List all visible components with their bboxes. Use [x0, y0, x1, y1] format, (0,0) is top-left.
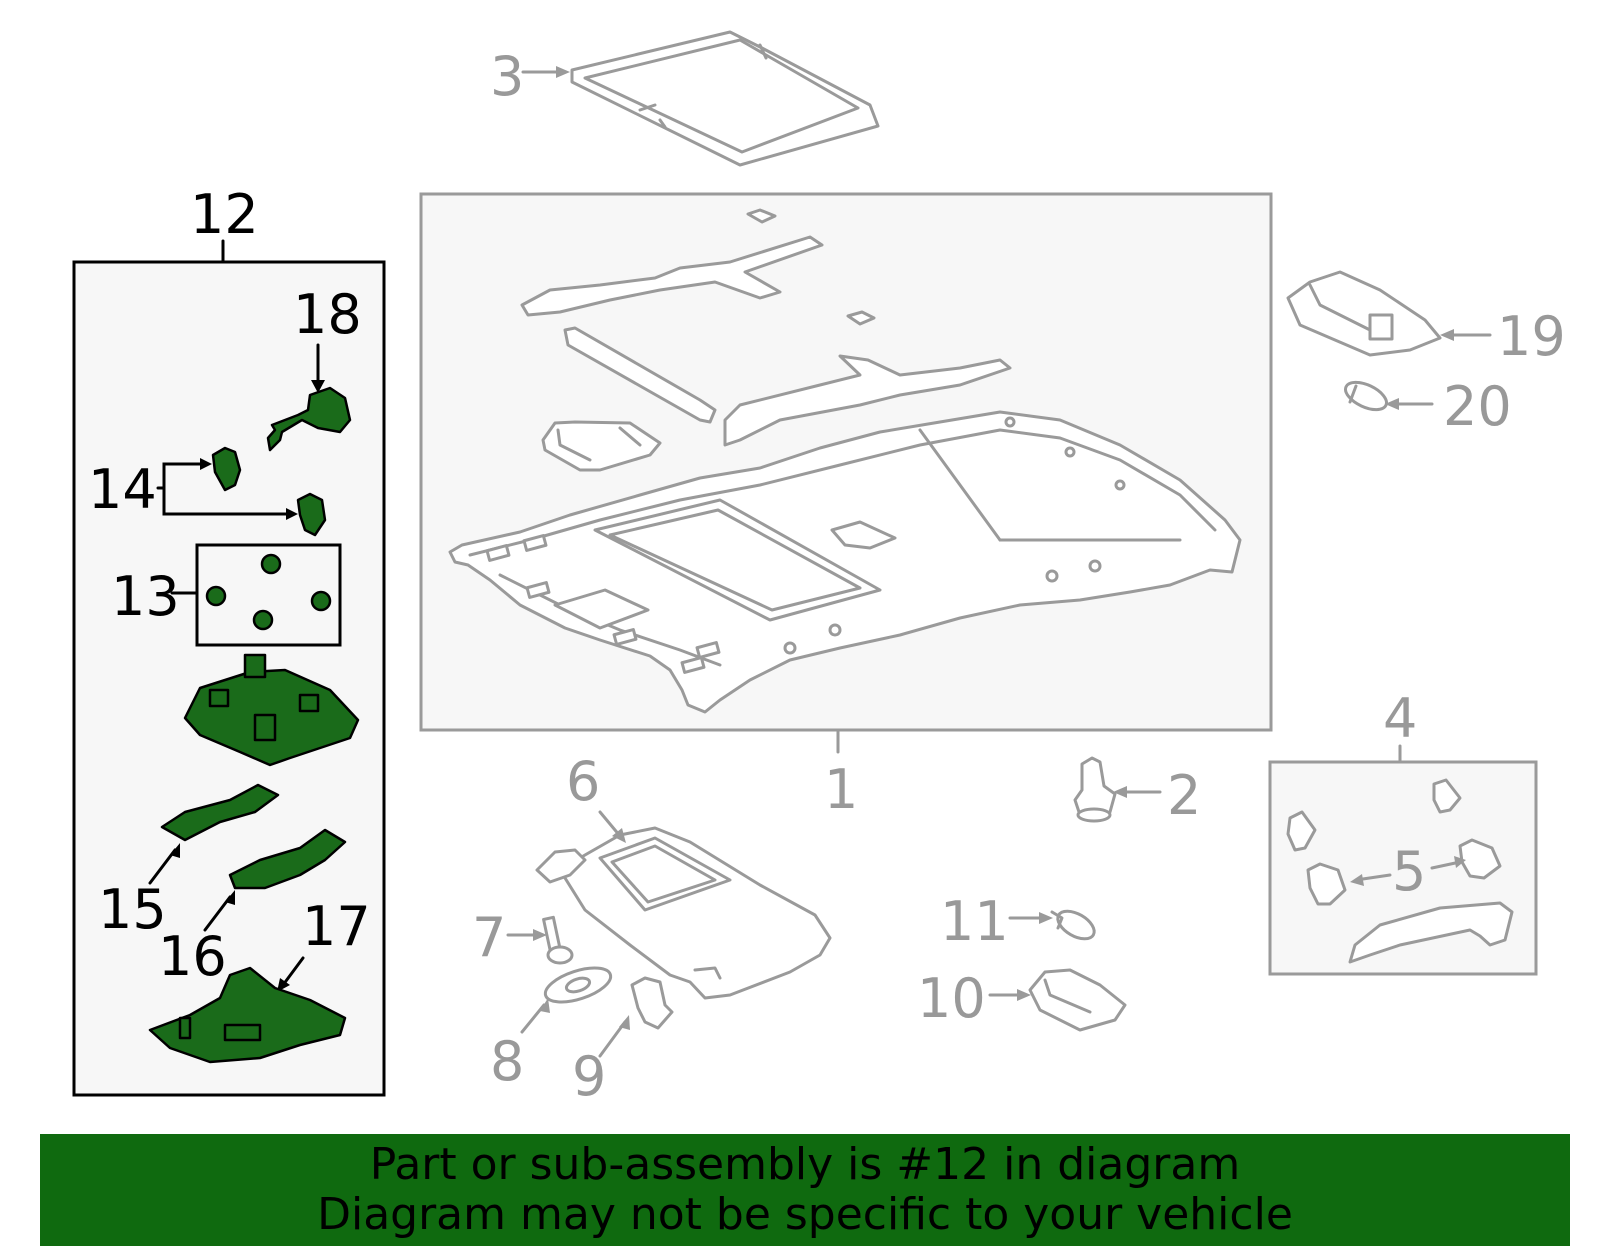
part-18-bracket[interactable] — [266, 386, 352, 452]
part-12-lamp-housing[interactable] — [183, 653, 360, 767]
callout-12[interactable]: 12 — [190, 183, 259, 246]
callout-1[interactable]: 1 — [824, 758, 858, 821]
part-9-holder[interactable] — [630, 976, 674, 1030]
part-4-grab-handle[interactable] — [1286, 778, 1514, 964]
callout-14[interactable]: 14 — [88, 458, 157, 521]
part-7-screw[interactable] — [542, 915, 574, 965]
callout-20[interactable]: 20 — [1443, 375, 1512, 438]
leader-14a — [156, 462, 207, 490]
part-13-screws[interactable] — [205, 553, 332, 631]
callout-9[interactable]: 9 — [572, 1045, 606, 1108]
callout-15[interactable]: 15 — [98, 878, 167, 941]
callout-13[interactable]: 13 — [111, 565, 180, 628]
callout-3[interactable]: 3 — [490, 45, 524, 108]
info-banner: Part or sub-assembly is #12 in diagram D… — [40, 1134, 1570, 1246]
callout-6[interactable]: 6 — [566, 750, 600, 813]
part-17-cover[interactable] — [148, 966, 347, 1064]
callout-16[interactable]: 16 — [158, 925, 227, 988]
callout-7[interactable]: 7 — [472, 906, 506, 969]
callout-11[interactable]: 11 — [940, 890, 1009, 953]
part-14-clip[interactable] — [211, 446, 327, 537]
callout-8[interactable]: 8 — [490, 1030, 524, 1093]
callout-5[interactable]: 5 — [1392, 840, 1426, 903]
part-10-vanity-lamp[interactable] — [1028, 968, 1127, 1032]
part-13-box — [195, 543, 342, 647]
callout-10[interactable]: 10 — [917, 967, 986, 1030]
part-16-lens[interactable] — [228, 828, 347, 890]
leader-9 — [598, 1020, 627, 1058]
part-5-cover[interactable] — [1306, 838, 1502, 906]
leader-6 — [598, 810, 622, 838]
part-11-bulb[interactable] — [1050, 905, 1099, 944]
banner-line-2: Diagram may not be specific to your vehi… — [317, 1189, 1293, 1240]
banner-line-1: Part or sub-assembly is #12 in diagram — [369, 1139, 1241, 1190]
leader-17 — [281, 956, 305, 987]
part-6-sun-visor[interactable] — [535, 826, 832, 1000]
callout-4[interactable]: 4 — [1383, 687, 1417, 750]
part-8-bracket[interactable] — [541, 961, 614, 1009]
leader-16 — [203, 895, 232, 932]
leader-8 — [520, 1003, 546, 1034]
part-2-clip[interactable] — [1073, 756, 1117, 823]
part-15-lens[interactable] — [160, 783, 280, 842]
part-1-headliner[interactable] — [448, 208, 1242, 714]
callout-18[interactable]: 18 — [293, 283, 362, 346]
leader-14b — [162, 486, 292, 516]
part-20-bulb[interactable] — [1341, 377, 1390, 416]
callout-2[interactable]: 2 — [1167, 764, 1201, 827]
part-3-sunshade[interactable] — [570, 30, 880, 167]
part-19-map-lamp[interactable] — [1286, 270, 1442, 357]
callout-19[interactable]: 19 — [1497, 305, 1566, 368]
callout-17[interactable]: 17 — [302, 895, 371, 958]
leader-15 — [148, 848, 177, 885]
